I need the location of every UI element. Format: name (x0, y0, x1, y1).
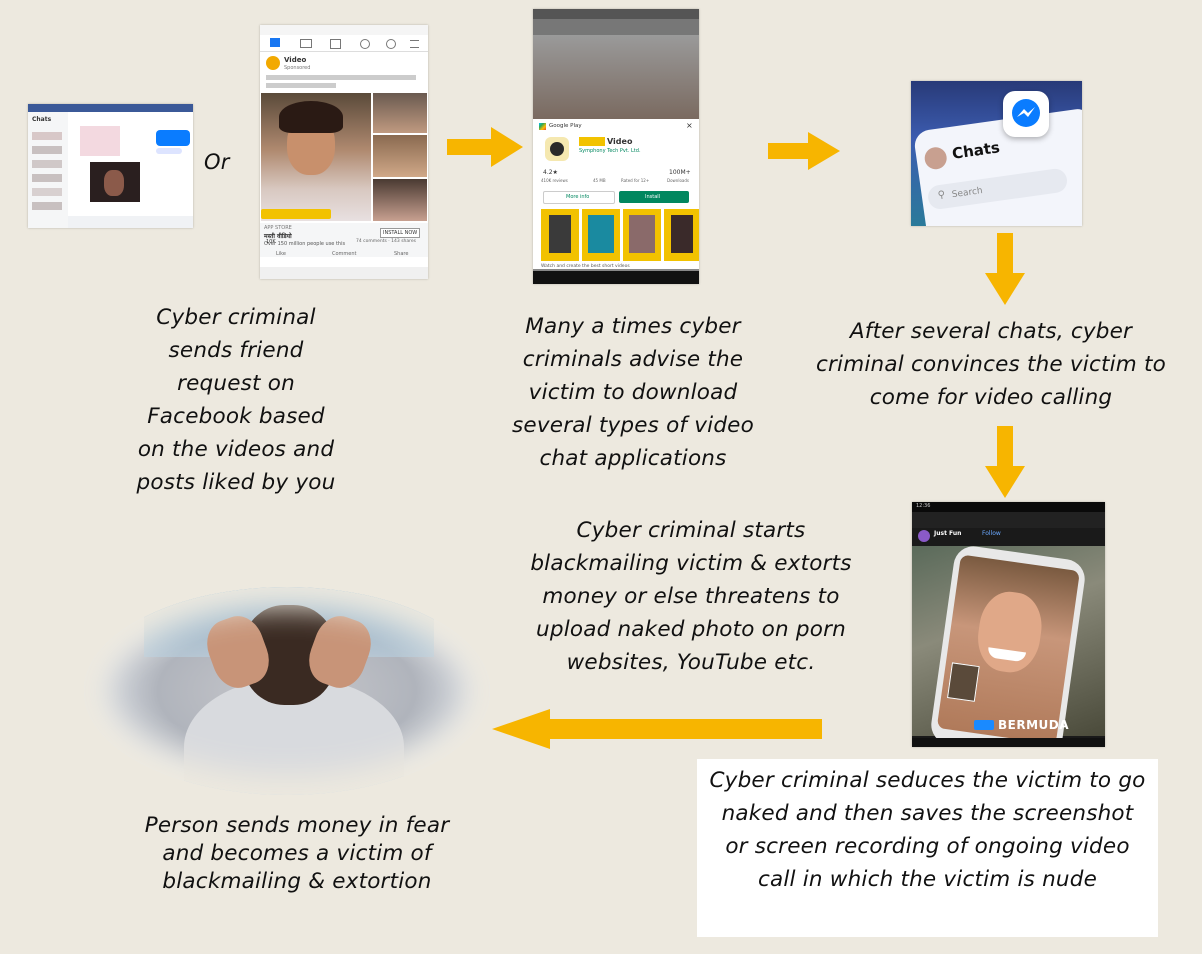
store-label: APP STORE (264, 225, 292, 231)
app-icon (545, 137, 569, 161)
messenger-card: Chats ⚲ Search (912, 107, 1082, 226)
video-icon (300, 39, 312, 48)
downloads-label: Downloads (667, 178, 689, 183)
caption-step2: Many a times cyber criminals advise the … (512, 314, 754, 471)
play-store-title: Google Play (549, 123, 582, 129)
caption-step4-box: Cyber criminal seduces the victim to go … (697, 759, 1158, 937)
android-nav-bar (260, 267, 428, 279)
marketplace-icon (330, 39, 341, 49)
menu-icon (410, 40, 419, 48)
stressed-person-image (84, 587, 490, 795)
phone-frame (928, 543, 1088, 747)
bermuda-logo-icon (974, 720, 994, 730)
ad-photo-4 (373, 179, 427, 221)
android-nav-bar (912, 738, 1105, 747)
messenger-icon (1012, 99, 1040, 127)
page-name: Video (284, 56, 307, 64)
arrow-right-2 (768, 132, 840, 170)
messenger-desktop-screenshot: Chats (28, 104, 193, 228)
or-label: Or (204, 150, 230, 174)
ad-photo-main (261, 93, 371, 221)
arrow-right-1 (447, 127, 523, 167)
play-store-sheet: Google Play × Video Symphony Tech Pvt. L… (533, 119, 699, 269)
video-thumbnail (90, 162, 140, 202)
bermuda-brand: BERMUDA (998, 718, 1070, 732)
age-rating: Rated for 12+ (621, 178, 650, 183)
messenger-app-screenshot: Chats ⚲ Search (911, 81, 1082, 226)
search-placeholder: Search (951, 186, 984, 201)
tagline: Watch and create the best short videos (541, 264, 630, 269)
notifications-icon (386, 39, 396, 49)
close-icon[interactable]: × (686, 121, 693, 130)
ad-people-text: Over 150 million people use this (264, 241, 346, 247)
google-play-icon (539, 123, 546, 130)
caption-step3: After several chats, cyber criminal conv… (816, 319, 1166, 410)
user-avatar (918, 530, 930, 542)
ad-photo-3 (373, 135, 427, 177)
android-nav-bar (533, 271, 699, 284)
arrow-down-2 (985, 426, 1025, 498)
status-time: 12:36 (916, 503, 931, 509)
like-button[interactable]: Like (276, 251, 286, 257)
comments-shares: 74 comments · 143 shares (356, 239, 417, 244)
downloads: 100M+ (669, 169, 691, 176)
chats-title: Chats (950, 138, 1001, 163)
caption-step6: Person sends money in fear and becomes a… (144, 813, 450, 894)
more-info-button[interactable]: More info (543, 191, 615, 204)
install-button[interactable]: Install (619, 191, 689, 203)
screenshot-4 (664, 209, 699, 261)
messenger-icon-tile (1003, 91, 1049, 137)
user-name: Just Fun (934, 530, 962, 537)
play-store-screenshot: Google Play × Video Symphony Tech Pvt. L… (533, 9, 699, 284)
screenshot-1 (541, 209, 579, 261)
caption-step4: Cyber criminal seduces the victim to go … (709, 768, 1146, 892)
caption-step5: Cyber criminal starts blackmailing victi… (530, 518, 852, 675)
chats-header: Chats (32, 116, 52, 123)
app-name: Video (607, 137, 633, 146)
likes-count: 10K (266, 239, 276, 245)
self-view-thumbnail (947, 662, 980, 702)
screenshot-3 (623, 209, 661, 261)
install-now-button[interactable]: INSTALL NOW (380, 228, 421, 238)
ad-app-name: मस्ती वीडियो (264, 233, 292, 240)
screenshot-2 (582, 209, 620, 261)
reviews: 410K reviews (541, 178, 568, 183)
comment-button[interactable]: Comment (332, 251, 357, 257)
ad-photo-2 (373, 93, 427, 133)
chats-avatar (923, 145, 949, 171)
facebook-topbar (28, 104, 193, 112)
search-field[interactable]: ⚲ Search (926, 167, 1069, 211)
home-icon (270, 38, 280, 47)
follow-button[interactable]: Follow (982, 530, 1001, 537)
install-label: Install (645, 194, 661, 200)
groups-icon (360, 39, 370, 49)
rating: 4.2★ (543, 169, 558, 176)
caption-step1: Cyber criminal sends friend request on F… (136, 305, 336, 495)
arrow-down-1 (985, 233, 1025, 305)
facebook-nav-bar (260, 35, 428, 52)
developer-name: Symphony Tech Pvt. Ltd. (579, 148, 641, 154)
video-call-screenshot: 12:36 Just Fun Follow BERMUDA (912, 502, 1105, 747)
page-avatar (266, 56, 280, 70)
arrow-left-1 (492, 709, 822, 749)
facebook-ad-screenshot: Video Sponsored APP STORE मस्ती वीडियो O… (260, 25, 428, 279)
ad-banner (261, 209, 331, 219)
sponsored-label: Sponsored (284, 65, 311, 71)
share-button[interactable]: Share (394, 251, 409, 257)
search-icon: ⚲ (937, 189, 946, 202)
app-size: 45 MB (593, 178, 606, 183)
more-info-label: More info (566, 194, 590, 200)
video-call-face (936, 554, 1080, 745)
